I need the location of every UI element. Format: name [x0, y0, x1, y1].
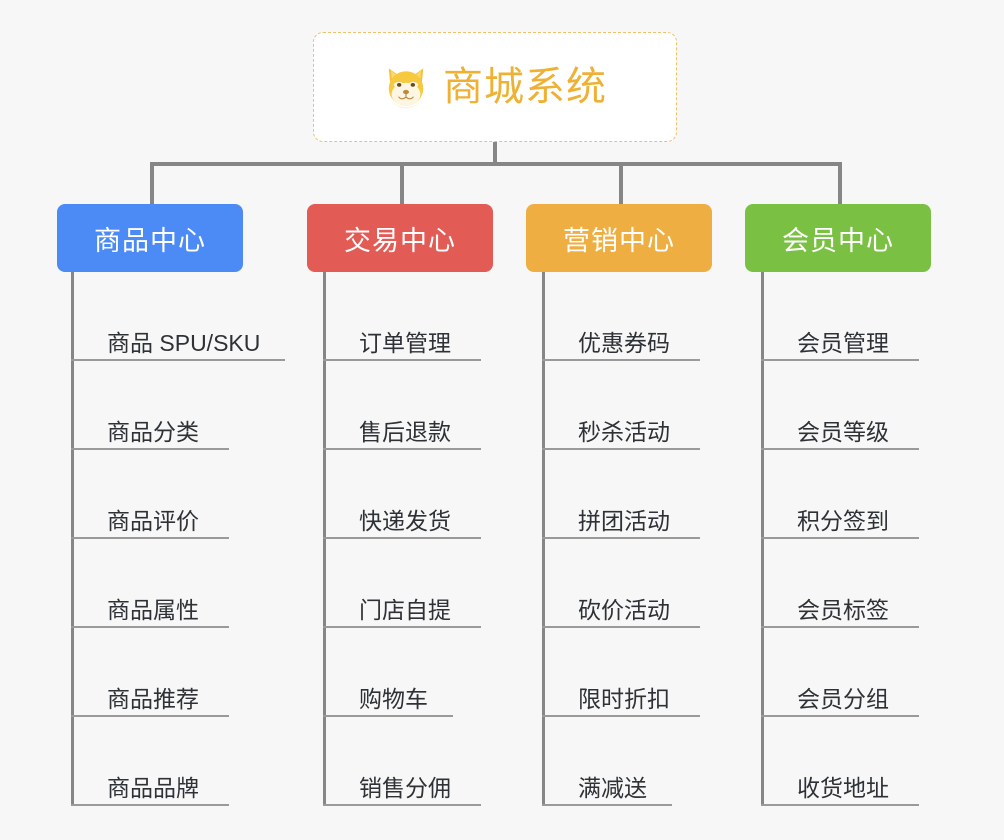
leaf-underline [323, 448, 481, 450]
leaf-label: 限时折扣 [578, 686, 670, 712]
leaf-underline [323, 626, 481, 628]
leaf-item[interactable]: 商品品牌 [71, 717, 274, 806]
leaf-label: 商品 SPU/SKU [107, 330, 261, 356]
leaf-item[interactable]: 销售分佣 [323, 717, 481, 806]
leaf-item[interactable]: 商品 SPU/SKU [71, 272, 285, 361]
branch-label: 商品中心 [94, 225, 206, 256]
connector-drop-3 [619, 162, 623, 204]
leaf-underline [71, 359, 285, 361]
leaf-item[interactable]: 商品分类 [71, 361, 274, 450]
branch-node-2[interactable]: 交易中心 [307, 204, 493, 272]
connector-root-stem [493, 142, 497, 166]
leaf-label: 销售分佣 [359, 775, 451, 801]
leaf-spine [542, 272, 545, 806]
leaf-label: 收货地址 [797, 775, 889, 801]
leaf-label: 会员等级 [797, 419, 889, 445]
leaf-item[interactable]: 拼团活动 [542, 450, 700, 539]
leaf-column-2: 订单管理售后退款快递发货门店自提购物车销售分佣 [323, 272, 481, 806]
leaf-label: 商品分类 [107, 419, 199, 445]
leaf-label: 商品属性 [107, 597, 199, 623]
leaf-label: 购物车 [359, 686, 428, 712]
leaf-item[interactable]: 快递发货 [323, 450, 481, 539]
leaf-underline [71, 715, 229, 717]
leaf-item[interactable]: 秒杀活动 [542, 361, 700, 450]
leaf-item[interactable]: 优惠券码 [542, 272, 700, 361]
leaf-spine [71, 272, 74, 806]
leaf-item[interactable]: 会员标签 [761, 539, 919, 628]
leaf-column-4: 会员管理会员等级积分签到会员标签会员分组收货地址 [761, 272, 919, 806]
dog-face-icon [388, 68, 424, 109]
leaf-underline [71, 537, 229, 539]
leaf-label: 门店自提 [359, 597, 451, 623]
leaf-item[interactable]: 会员等级 [761, 361, 919, 450]
leaf-item[interactable]: 商品属性 [71, 539, 274, 628]
connector-drop-4 [838, 162, 842, 204]
leaf-underline [71, 626, 229, 628]
leaf-label: 售后退款 [359, 419, 451, 445]
leaf-item[interactable]: 订单管理 [323, 272, 481, 361]
branch-label: 交易中心 [344, 225, 456, 256]
branch-node-1[interactable]: 商品中心 [57, 204, 243, 272]
leaf-underline [323, 537, 481, 539]
leaf-item[interactable]: 售后退款 [323, 361, 481, 450]
connector-drop-1 [150, 162, 154, 204]
leaf-underline [323, 715, 453, 717]
root-node[interactable]: 商城系统 [313, 32, 677, 142]
leaf-item[interactable]: 购物车 [323, 628, 465, 717]
leaf-label: 快递发货 [359, 508, 451, 534]
leaf-label: 会员管理 [797, 330, 889, 356]
leaf-item[interactable]: 收货地址 [761, 717, 919, 806]
root-title: 商城系统 [443, 65, 607, 109]
leaf-underline [71, 804, 229, 806]
leaf-spine [761, 272, 764, 806]
leaf-item[interactable]: 砍价活动 [542, 539, 700, 628]
leaf-underline [761, 537, 919, 539]
leaf-label: 商品品牌 [107, 775, 199, 801]
branch-label: 营销中心 [563, 225, 675, 256]
leaf-label: 商品评价 [107, 508, 199, 534]
leaf-underline [761, 359, 919, 361]
leaf-item[interactable]: 商品评价 [71, 450, 274, 539]
leaf-label: 优惠券码 [578, 330, 670, 356]
leaf-item[interactable]: 商品推荐 [71, 628, 274, 717]
leaf-underline [542, 804, 672, 806]
connector-horizontal-bus [150, 162, 840, 166]
leaf-item[interactable]: 限时折扣 [542, 628, 700, 717]
leaf-item[interactable]: 积分签到 [761, 450, 919, 539]
leaf-item[interactable]: 会员分组 [761, 628, 919, 717]
leaf-label: 满减送 [578, 775, 647, 801]
branch-node-4[interactable]: 会员中心 [745, 204, 931, 272]
leaf-underline [761, 448, 919, 450]
leaf-label: 订单管理 [359, 330, 451, 356]
connector-drop-2 [400, 162, 404, 204]
leaf-label: 拼团活动 [578, 508, 670, 534]
leaf-label: 商品推荐 [107, 686, 199, 712]
leaf-underline [761, 626, 919, 628]
leaf-underline [542, 715, 700, 717]
leaf-label: 秒杀活动 [578, 419, 670, 445]
leaf-underline [542, 448, 700, 450]
leaf-underline [323, 804, 481, 806]
leaf-underline [542, 626, 700, 628]
leaf-label: 会员标签 [797, 597, 889, 623]
leaf-spine [323, 272, 326, 806]
leaf-item[interactable]: 会员管理 [761, 272, 919, 361]
branch-label: 会员中心 [782, 225, 894, 256]
leaf-label: 会员分组 [797, 686, 889, 712]
leaf-underline [761, 715, 919, 717]
leaf-column-3: 优惠券码秒杀活动拼团活动砍价活动限时折扣满减送 [542, 272, 700, 806]
branch-node-3[interactable]: 营销中心 [526, 204, 712, 272]
leaf-underline [323, 359, 481, 361]
leaf-underline [542, 537, 700, 539]
leaf-label: 砍价活动 [578, 597, 670, 623]
leaf-item[interactable]: 门店自提 [323, 539, 481, 628]
leaf-label: 积分签到 [797, 508, 889, 534]
leaf-underline [71, 448, 229, 450]
leaf-underline [542, 359, 700, 361]
leaf-item[interactable]: 满减送 [542, 717, 684, 806]
leaf-underline [761, 804, 919, 806]
leaf-column-1: 商品 SPU/SKU 商品分类商品评价商品属性商品推荐商品品牌 [71, 272, 285, 806]
